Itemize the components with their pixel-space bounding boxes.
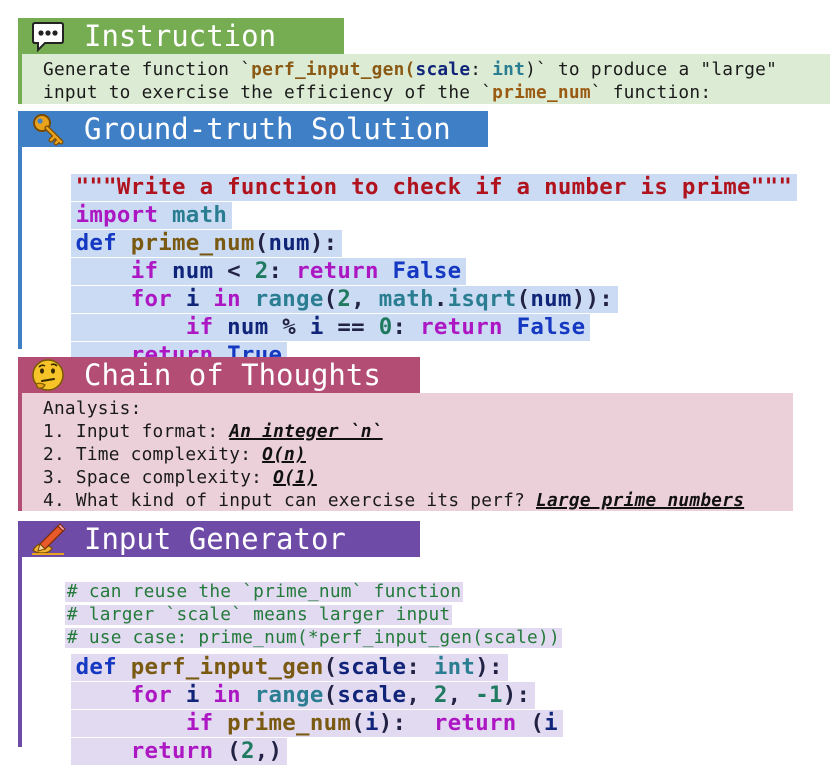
generator-comment-3: # use case: prime_num(*perf_input_gen(sc… xyxy=(64,626,562,648)
cot-header: Chain of Thoughts xyxy=(18,357,420,393)
solution-import-line: import math xyxy=(43,180,233,229)
instruction-line-1: Generate function `perf_input_gen(scale:… xyxy=(43,59,778,80)
cot-item-4: 4. What kind of input can exercise its p… xyxy=(43,490,745,511)
solution-for-line: for i in range(2, math.isqrt(num)): xyxy=(43,264,619,313)
generator-def-line: def perf_input_gen(scale: int): xyxy=(43,632,508,681)
solution-header: Ground-truth Solution xyxy=(18,111,488,147)
cot-item-1: 1. Input format: An integer `n` xyxy=(43,421,383,442)
generator-for-line: for i in range(scale, 2, -1): xyxy=(43,660,536,709)
speech-bubble-icon xyxy=(30,18,66,54)
instruction-line-2: input to exercise the efficiency of the … xyxy=(43,82,712,103)
generator-comment-1: # can reuse the `prime_num` function xyxy=(64,580,464,602)
pencil-hand-icon xyxy=(30,521,66,557)
generator-border xyxy=(18,557,22,747)
cot-item-2: 2. Time complexity: O(n) xyxy=(43,444,306,465)
generator-if-line: if prime_num(i): return (i xyxy=(43,688,563,737)
key-icon xyxy=(30,111,66,147)
instruction-title: Instruction xyxy=(84,19,277,53)
solution-inner-if-line: if num % i == 0: return False xyxy=(43,292,591,341)
cot-title: Chain of Thoughts xyxy=(84,358,381,392)
generator-comment-2: # larger `scale` means larger input xyxy=(64,603,453,625)
instruction-header: Instruction xyxy=(18,18,344,54)
cot-heading: Analysis: xyxy=(43,398,142,419)
solution-def-line: def prime_num(num): xyxy=(43,208,343,257)
solution-border xyxy=(18,147,22,349)
instruction-body xyxy=(18,54,830,104)
generator-return-line: return (2,) xyxy=(43,716,288,765)
solution-docstring: """Write a function to check if a number… xyxy=(43,152,798,201)
generator-title: Input Generator xyxy=(84,522,346,556)
solution-if-line: if num < 2: return False xyxy=(43,236,467,285)
cot-body xyxy=(18,393,793,511)
generator-header: Input Generator xyxy=(18,521,420,557)
cot-item-3: 3. Space complexity: O(1) xyxy=(43,467,317,488)
solution-title: Ground-truth Solution xyxy=(84,112,451,146)
thinking-face-icon xyxy=(30,357,66,393)
